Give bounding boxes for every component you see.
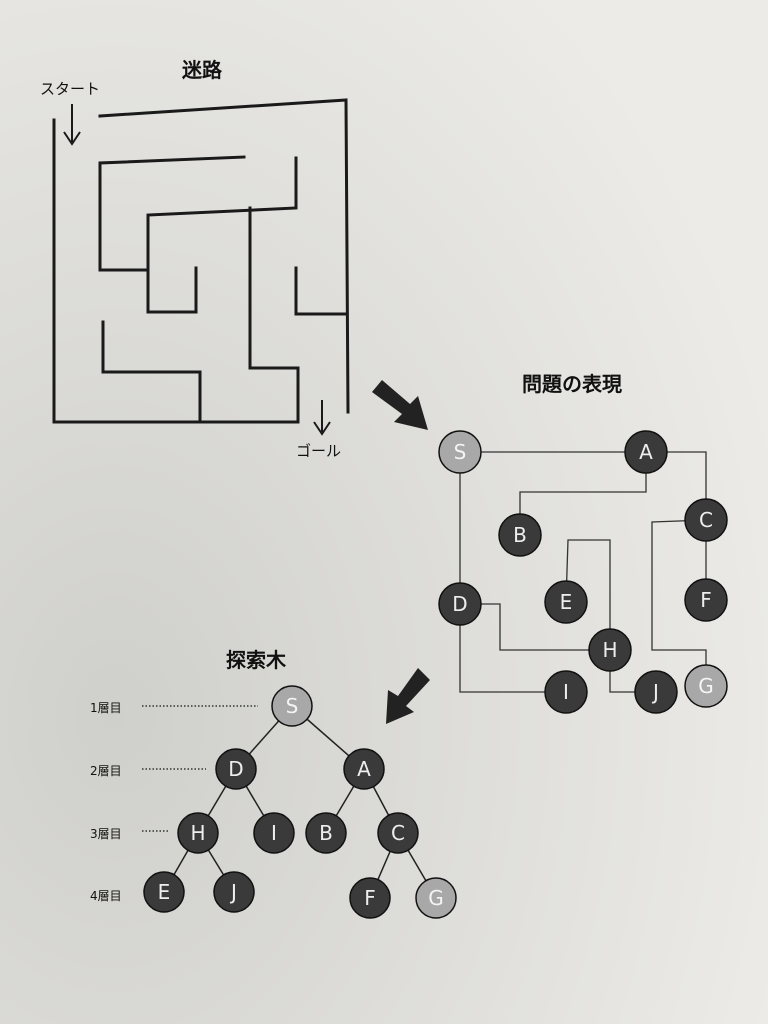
tree-node-label: C (391, 821, 405, 845)
tree-node-i: I (253, 812, 295, 854)
edge-e-h (565, 539, 611, 650)
tree-node-label: F (364, 886, 376, 910)
tree-node-label: H (190, 821, 205, 845)
level-label-1: 1層目 (90, 701, 122, 715)
tree-node-circle (343, 748, 385, 790)
graph-node-circle (438, 430, 482, 474)
tree-node-circle (253, 812, 295, 854)
tree-node-d: D (215, 748, 257, 790)
graph-node-i: I (544, 670, 588, 714)
graph-node-label: B (513, 523, 527, 547)
edge-c-g (651, 519, 707, 686)
maze-wall (294, 266, 348, 316)
graph-node-label: F (700, 588, 712, 612)
maze-wall (52, 118, 300, 424)
graph-node-d: D (438, 582, 482, 626)
graph-node-h: H (588, 628, 632, 672)
tree-node-circle (305, 812, 347, 854)
tree-node-label: A (357, 757, 371, 781)
graph-node-c: C (684, 498, 728, 542)
arrow-maze-to-graph (372, 380, 428, 430)
graph-node-label: A (639, 440, 653, 464)
graph-node-label: I (563, 680, 569, 704)
maze-wall (248, 206, 300, 422)
graph-node-label: G (698, 674, 714, 698)
graph-node-label: H (602, 638, 617, 662)
arrow-graph-to-tree (386, 668, 430, 724)
tree-node-s: S (271, 685, 313, 727)
tree-node-label: D (228, 757, 243, 781)
start-arrow (63, 104, 81, 146)
graph-node-circle (684, 578, 728, 622)
graph-node-circle (498, 513, 542, 557)
tree-node-label: E (158, 880, 171, 904)
tree-node-circle (349, 877, 391, 919)
tree-node-circle (213, 871, 255, 913)
tree-node-label: I (271, 821, 277, 845)
tree-node-label: J (229, 880, 237, 904)
tree-node-circle (377, 812, 419, 854)
graph-title: 問題の表現 (522, 372, 622, 396)
graph-node-a: A (624, 430, 668, 474)
tree-node-label: B (319, 821, 333, 845)
graph-node-circle (624, 430, 668, 474)
graph-node-j: J (634, 670, 678, 714)
graph-node-circle (684, 498, 728, 542)
graph-node-circle (438, 582, 482, 626)
tree-node-j: J (213, 871, 255, 913)
level-label-3: 3層目 (90, 827, 122, 841)
graph-node-circle (544, 670, 588, 714)
maze-title: 迷路 (182, 58, 222, 82)
tree-node-b: B (305, 812, 347, 854)
graph-node-label: J (651, 680, 659, 704)
tree-node-circle (415, 877, 457, 919)
graph-node-circle (634, 670, 678, 714)
graph-node-circle (544, 580, 588, 624)
graph-node-e: E (544, 580, 588, 624)
level-label-2: 2層目 (90, 764, 122, 778)
tree-node-circle (177, 812, 219, 854)
graph-node-label: S (454, 440, 467, 464)
graph-node-f: F (684, 578, 728, 622)
tree-node-circle (143, 871, 185, 913)
tree-node-c: C (377, 812, 419, 854)
graph-node-label: D (452, 592, 467, 616)
tree-node-f: F (349, 877, 391, 919)
maze-wall (98, 155, 246, 272)
level-label-4: 4層目 (90, 889, 122, 903)
graph-node-b: B (498, 513, 542, 557)
tree-node-g: G (415, 877, 457, 919)
tree-node-h: H (177, 812, 219, 854)
level-dotted-lines (142, 705, 258, 832)
tree-node-label: G (428, 886, 444, 910)
tree-edges (163, 705, 437, 899)
goal-arrow (313, 400, 331, 436)
tree-node-a: A (343, 748, 385, 790)
edge-d-i (459, 604, 566, 693)
maze-wall (101, 320, 202, 424)
graph-node-circle (684, 664, 728, 708)
graph-node-circle (588, 628, 632, 672)
tree-node-circle (215, 748, 257, 790)
graph-node-g: G (684, 664, 728, 708)
goal-label: ゴール (296, 442, 342, 460)
tree-node-label: S (286, 694, 299, 718)
start-label: スタート (40, 80, 101, 98)
graph-node-label: E (560, 590, 573, 614)
tree-node-circle (271, 685, 313, 727)
graph-node-label: C (699, 508, 713, 532)
graph-node-s: S (438, 430, 482, 474)
tree-node-e: E (143, 871, 185, 913)
tree-title: 探索木 (226, 648, 286, 672)
maze-wall (146, 156, 298, 314)
maze-wall (98, 98, 350, 414)
